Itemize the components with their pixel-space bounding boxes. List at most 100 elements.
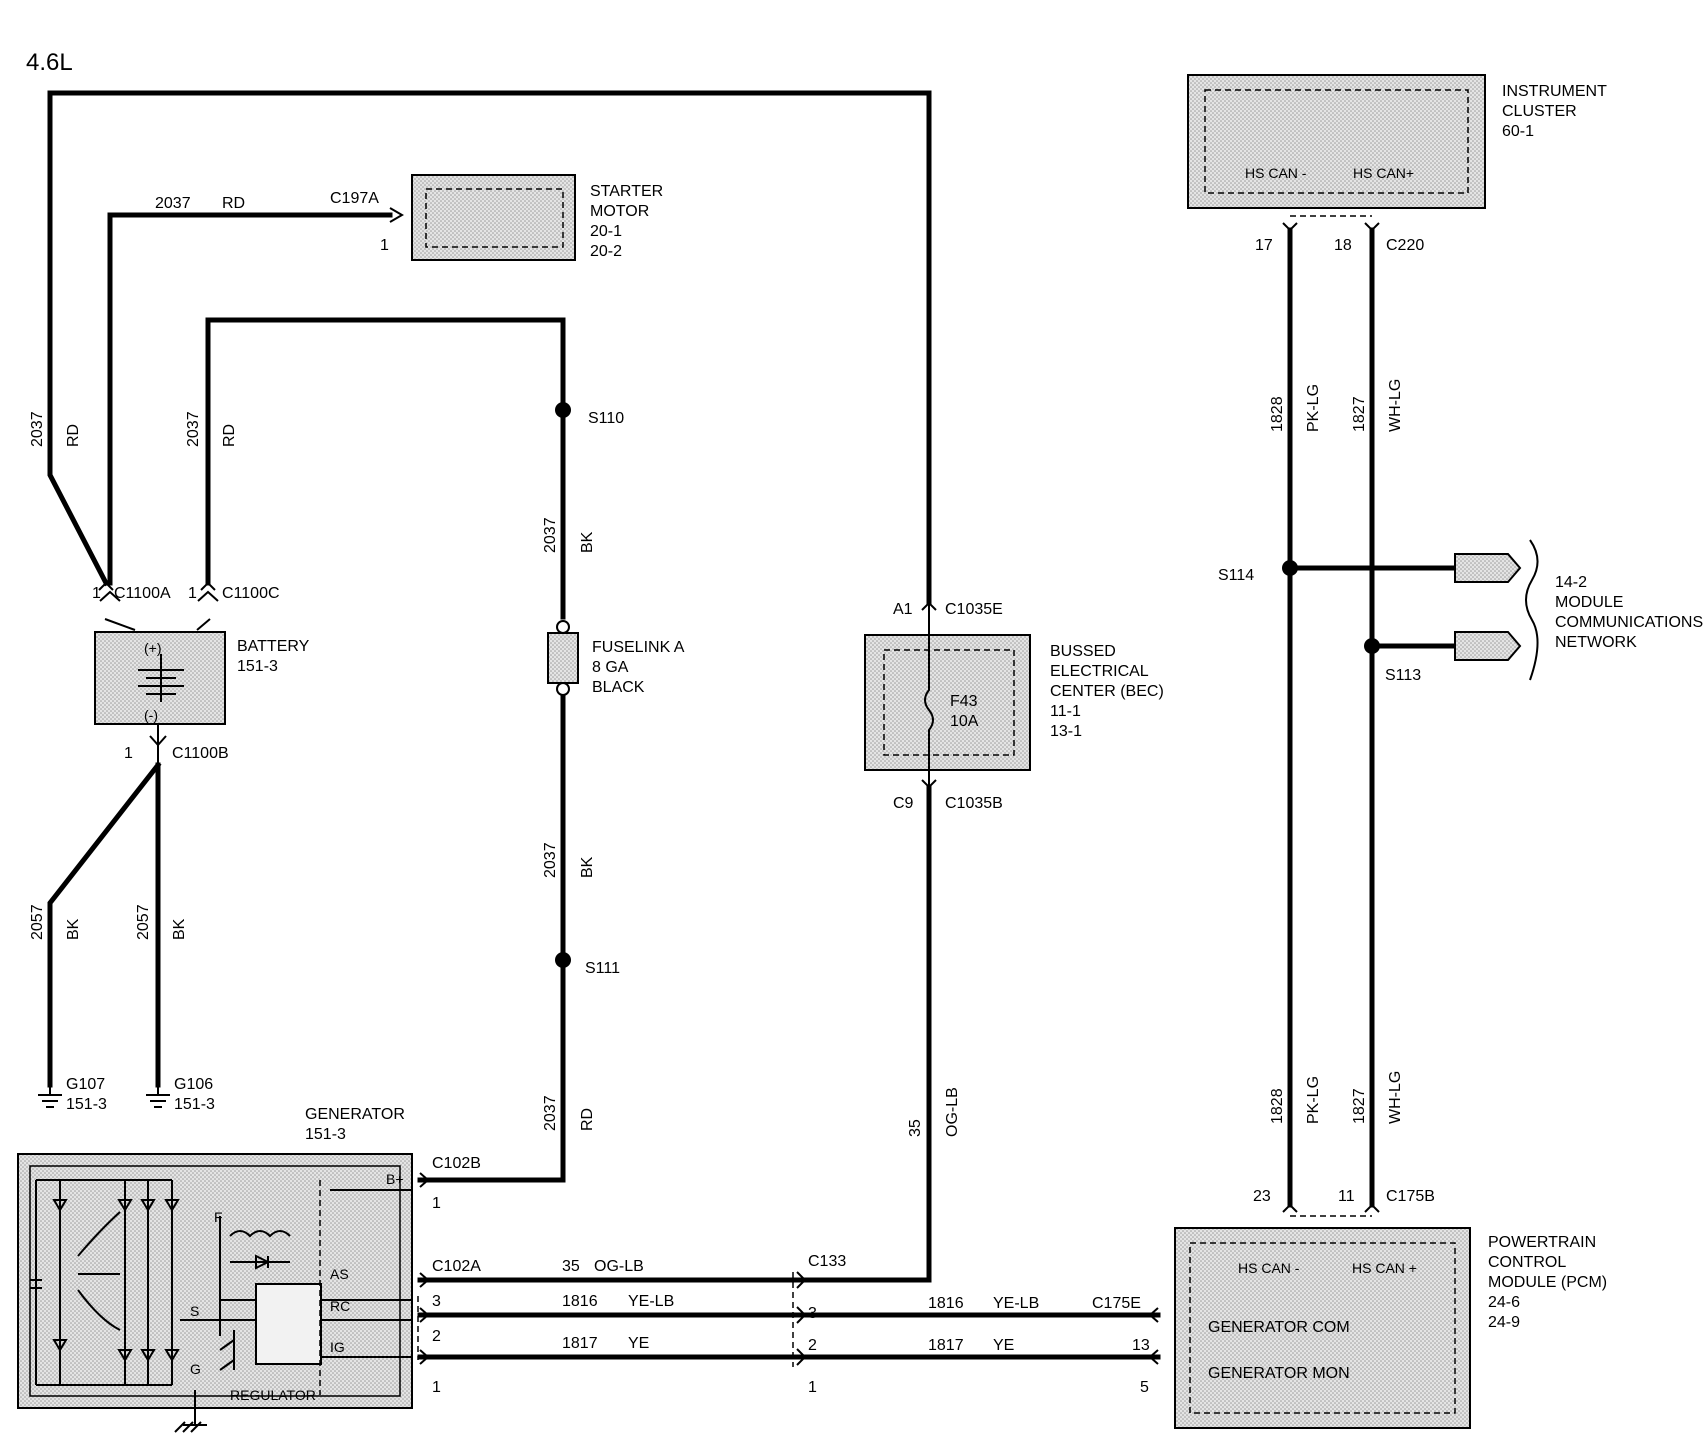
wire-35-og-lb — [417, 784, 932, 1283]
starter-motor: C197A 1 STARTER MOTOR 20-1 20-2 — [330, 174, 663, 261]
pin-pcm-5: 5 — [1140, 1379, 1149, 1396]
pin-bec-a1: A1 — [893, 601, 913, 618]
pin-cluster-18: 18 — [1334, 237, 1352, 254]
connector-c1035e: C1035E — [945, 601, 1003, 618]
pin-pcm-23: 23 — [1253, 1188, 1271, 1205]
svg-text:24-6: 24-6 — [1488, 1294, 1520, 1311]
wire-label-1817-left: 1817 — [562, 1335, 598, 1352]
connector-c220: C220 — [1386, 237, 1424, 254]
wire-label-rd-left: RD — [65, 424, 82, 447]
wire-2057-bk-g107 — [47, 761, 162, 1088]
connector-c1100c: C1100C — [222, 585, 280, 602]
svg-text:151-3: 151-3 — [174, 1096, 215, 1113]
splice-label-s111: S111 — [585, 960, 620, 977]
pin-c102b-1: 1 — [432, 1195, 441, 1212]
ground-g107: G107 151-3 — [38, 1076, 107, 1113]
svg-text:MOTOR: MOTOR — [590, 203, 649, 220]
svg-text:S: S — [190, 1303, 199, 1319]
svg-text:1: 1 — [380, 237, 389, 254]
svg-text:ELECTRICAL: ELECTRICAL — [1050, 663, 1149, 680]
pin-pcm-11: 11 — [1338, 1188, 1355, 1205]
connector-c133: C133 — [808, 1253, 846, 1270]
pin-c133-3: 3 — [808, 1305, 817, 1322]
pin-c102a-2: 2 — [432, 1328, 441, 1345]
pin-bec-c9: C9 — [893, 795, 914, 812]
ground-g106: G106 151-3 — [146, 1076, 215, 1113]
connector-c1035b: C1035B — [945, 795, 1003, 812]
splice-s114 — [1282, 560, 1298, 576]
pin-pcm-13: 13 — [1132, 1337, 1150, 1354]
svg-text:G: G — [190, 1361, 201, 1377]
wire-label-bk-g106: BK — [171, 918, 188, 940]
wire-label-og-lb-vert: OG-LB — [944, 1087, 961, 1137]
svg-text:G107: G107 — [66, 1076, 105, 1093]
wire-label-2037-gen: 2037 — [542, 1095, 559, 1131]
connector-c175b: C175B — [1386, 1188, 1435, 1205]
wire-label-2037-s110: 2037 — [542, 517, 559, 553]
svg-text:BUSSED: BUSSED — [1050, 643, 1116, 660]
wire-label-ye-lb-right: YE-LB — [993, 1295, 1039, 1312]
connector-c102a: C102A — [432, 1258, 481, 1275]
wire-label-1828-bottom: 1828 — [1269, 1088, 1286, 1124]
svg-text:RC: RC — [330, 1298, 350, 1314]
wire-label-2037-starter: 2037 — [155, 195, 191, 212]
svg-text:INSTRUMENT: INSTRUMENT — [1502, 83, 1607, 100]
fuselink-a: FUSELINK A 8 GA BLACK — [547, 620, 685, 696]
wire-label-rd-starter: RD — [222, 195, 245, 212]
connector-c102b: C102B — [432, 1155, 481, 1172]
svg-text:20-1: 20-1 — [590, 223, 622, 240]
pin-c133-2: 2 — [808, 1337, 817, 1354]
wire-label-1816-right: 1816 — [928, 1295, 964, 1312]
wire-label-2037-left: 2037 — [29, 411, 46, 447]
svg-text:AS: AS — [330, 1266, 349, 1282]
svg-text:14-2: 14-2 — [1555, 574, 1587, 591]
svg-text:151-3: 151-3 — [66, 1096, 107, 1113]
svg-text:F: F — [214, 1209, 223, 1225]
pin-c1100c-1: 1 — [188, 585, 197, 602]
svg-text:10A: 10A — [950, 713, 979, 730]
wire-label-bk-s111: BK — [579, 856, 596, 878]
svg-text:STARTER: STARTER — [590, 183, 663, 200]
connector-c133-symbol — [792, 1271, 807, 1367]
svg-text:11-1: 11-1 — [1050, 703, 1081, 720]
powertrain-control-module: HS CAN - HS CAN + GENERATOR COM GENERATO… — [1174, 1215, 1607, 1429]
pin-c133-1: 1 — [808, 1379, 817, 1396]
wire-label-rd-gen: RD — [579, 1108, 596, 1131]
connector-c1100a: C1100A — [114, 585, 171, 602]
wire-label-1827-bottom: 1827 — [1351, 1088, 1368, 1124]
wire-label-bk-g107: BK — [65, 918, 82, 940]
svg-text:FUSELINK A: FUSELINK A — [592, 639, 685, 656]
wire-label-2057-g106: 2057 — [135, 904, 152, 940]
wire-2037-rd-top-loop — [47, 90, 932, 606]
svg-text:CONTROL: CONTROL — [1488, 1254, 1566, 1271]
svg-text:60-1: 60-1 — [1502, 123, 1534, 140]
svg-text:REGULATOR: REGULATOR — [230, 1387, 316, 1403]
svg-text:G106: G106 — [174, 1076, 213, 1093]
svg-text:(+): (+) — [144, 640, 162, 656]
svg-text:GENERATOR COM: GENERATOR COM — [1208, 1319, 1350, 1336]
svg-text:POWERTRAIN: POWERTRAIN — [1488, 1234, 1596, 1251]
svg-text:COMMUNICATIONS: COMMUNICATIONS — [1555, 614, 1703, 631]
pin-c102a-3: 3 — [432, 1293, 441, 1310]
module-communications-network: 14-2 MODULE COMMUNICATIONS NETWORK — [1454, 539, 1703, 681]
wire-label-1816-left: 1816 — [562, 1293, 598, 1310]
wire-2037-rd-starter — [107, 212, 393, 586]
svg-text:HS CAN -: HS CAN - — [1245, 165, 1307, 181]
svg-text:20-2: 20-2 — [590, 243, 622, 260]
bussed-electrical-center: F43 10A BUSSED ELECTRICAL CENTER (BEC) 1… — [864, 603, 1164, 787]
svg-text:HS CAN +: HS CAN + — [1352, 1260, 1417, 1276]
svg-text:MODULE (PCM): MODULE (PCM) — [1488, 1274, 1607, 1291]
wire-label-2037-c1100c: 2037 — [185, 411, 202, 447]
splice-label-s114: S114 — [1218, 567, 1254, 584]
wire-label-wh-lg-top: WH-LG — [1387, 379, 1404, 432]
pin-c1100b-1: 1 — [124, 745, 133, 762]
svg-text:BATTERY: BATTERY — [237, 638, 310, 655]
wire-label-ye-lb-left: YE-LB — [628, 1293, 674, 1310]
wire-label-rd-c1100c: RD — [221, 424, 238, 447]
svg-text:CLUSTER: CLUSTER — [1502, 103, 1577, 120]
svg-text:151-3: 151-3 — [237, 658, 278, 675]
wire-label-ye-right: YE — [993, 1337, 1014, 1354]
svg-text:(-): (-) — [144, 707, 158, 723]
wire-label-og-lb-horiz: OG-LB — [594, 1258, 644, 1275]
wire-label-35-horiz: 35 — [562, 1258, 580, 1275]
